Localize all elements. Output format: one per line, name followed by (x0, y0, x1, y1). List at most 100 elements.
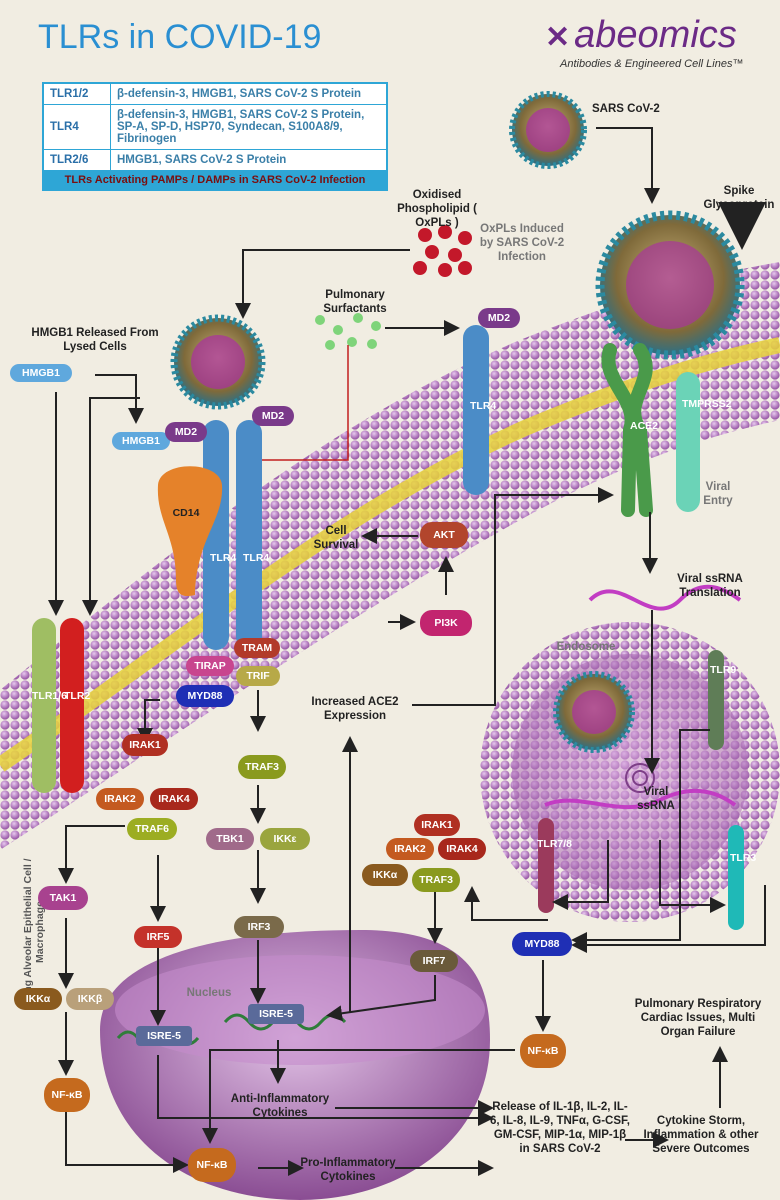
node-nfkb-a: NF-κB (44, 1078, 90, 1112)
node-tbk1: TBK1 (206, 828, 254, 850)
label-nucleus: Nucleus (186, 987, 232, 999)
node-tirap: TIRAP (186, 656, 234, 676)
node-irak1-a: IRAK1 (122, 734, 168, 756)
label-pulmonary-respiratory: Pulmonary Respiratory Cardiac Issues, Mu… (634, 998, 762, 1038)
tlr4-receptor-c (463, 325, 489, 495)
node-irak1-b: IRAK1 (414, 814, 460, 836)
label-cytokine-storm: Cytokine Storm, Inflammation & other Sev… (643, 1115, 759, 1155)
node-traf3-a: TRAF3 (238, 755, 286, 779)
ace2-receptor (601, 343, 653, 517)
logo-icon: ✕ (545, 21, 571, 54)
label-viral-ssrna-translation: Viral ssRNA Translation (677, 573, 743, 599)
node-cd14: CD14 (172, 507, 200, 519)
node-tmprss2: TMPRSS2 (682, 398, 732, 410)
tlr78-receptor (538, 818, 554, 913)
node-pi3k: PI3K (420, 610, 472, 636)
node-irf7: IRF7 (410, 950, 458, 972)
node-md2-c: MD2 (478, 308, 520, 328)
label-anti-inflammatory: Anti-Inflammatory Cytokines (230, 1093, 330, 1119)
node-tlr9: TLR9 (710, 664, 736, 676)
node-tram: TRAM (234, 638, 280, 658)
node-ace2: ACE2 (630, 420, 658, 432)
label-endosome: Endosome (556, 641, 616, 653)
viral-ssrna-endosome (544, 788, 737, 810)
brand-logo: ✕abeomics (545, 14, 737, 57)
tlr4-receptor-b (236, 420, 262, 650)
node-trif: TRIF (236, 666, 280, 686)
membrane-lipid-core (0, 337, 780, 772)
table-cell-ligands: HMGB1, SARS CoV-2 S Protein (110, 149, 388, 171)
node-irak4-b: IRAK4 (438, 838, 486, 860)
table-footer: TLRs Activating PAMPs / DAMPs in SARS Co… (42, 170, 388, 191)
node-isre5-b: ISRE-5 (248, 1004, 304, 1024)
sars-cov2-virus-large (595, 210, 745, 360)
node-nfkb-b: NF-κB (520, 1034, 566, 1068)
oxpl-particles (413, 225, 472, 277)
surfactant-link (262, 345, 349, 461)
cd14-receptor (157, 466, 223, 597)
pathway-arrows (48, 127, 766, 1176)
viral-ssrna-translation (588, 584, 742, 611)
label-pulmonary-surfactants: Pulmonary Surfactants (323, 289, 387, 315)
sars-cov2-virus-left (170, 314, 266, 410)
node-irak2-a: IRAK2 (96, 788, 144, 810)
label-oxpl-induced: OxPLs Induced by SARS CoV-2 Infection (479, 223, 565, 263)
table-cell-receptor: TLR1/2 (42, 82, 111, 105)
label-oxpl: Oxidised Phospholipid ( OxPLs ) (397, 189, 477, 229)
surfactant-particles (315, 313, 381, 350)
node-hmgb1-a: HMGB1 (10, 364, 72, 382)
node-md2-b: MD2 (252, 406, 294, 426)
label-viral-ssrna: Viral ssRNA (637, 786, 675, 812)
tlr3-receptor (728, 825, 744, 930)
node-tlr4-a: TLR4 (210, 552, 236, 564)
node-akt: AKT (420, 522, 468, 548)
label-pro-inflammatory: Pro-Inflammatory Cytokines (300, 1157, 396, 1183)
sars-cov2-virus-endosome (553, 671, 635, 753)
tmprss2-receptor (676, 372, 700, 512)
table-cell-ligands: β-defensin-3, HMGB1, SARS CoV-2 S Protei… (110, 104, 388, 150)
node-tlr4-b: TLR4 (243, 552, 269, 564)
node-ikke: IKKε (260, 828, 310, 850)
table-cell-receptor: TLR2/6 (42, 149, 111, 171)
node-nfkb-c: NF-κB (188, 1148, 236, 1182)
node-hmgb1-b: HMGB1 (112, 432, 170, 450)
node-tlr2: TLR2 (64, 690, 90, 702)
label-release-of: Release of IL-1β, IL-2, IL-6, IL-8, IL-9… (490, 1101, 630, 1155)
brand-tagline: Antibodies & Engineered Cell Lines™ (560, 58, 744, 70)
node-ikka-a: IKKα (14, 988, 62, 1010)
node-isre5-a: ISRE-5 (136, 1026, 192, 1046)
node-myd88-a: MYD88 (176, 685, 234, 707)
node-myd88-b: MYD88 (512, 932, 572, 956)
label-sars-cov2: SARS CoV-2 (592, 103, 660, 115)
node-tlr16: TLR1/6 (32, 690, 68, 702)
label-spike: Spike Glycoprotein (703, 185, 775, 211)
tlr16-receptor (32, 618, 56, 793)
node-irf3: IRF3 (234, 916, 284, 938)
node-tlr78: TLR7/8 (537, 838, 573, 850)
label-hmgb1-released: HMGB1 Released From Lysed Cells (31, 327, 159, 353)
node-irak2-b: IRAK2 (386, 838, 434, 860)
label-cell-survival: Cell Survival (313, 525, 359, 551)
node-md2-a: MD2 (165, 422, 207, 442)
table-cell-ligands: β-defensin-3, HMGB1, SARS CoV-2 S Protei… (110, 82, 388, 105)
node-tlr4-c: TLR4 (470, 400, 496, 412)
sars-cov2-virus-top (509, 91, 587, 169)
tlr9-receptor (708, 650, 724, 750)
table-footer-row: TLRs Activating PAMPs / DAMPs in SARS Co… (42, 170, 388, 191)
node-traf6: TRAF6 (127, 818, 177, 840)
node-ikkb: IKKβ (66, 988, 114, 1010)
logo-text: abeomics (574, 14, 737, 56)
node-tak1: TAK1 (38, 886, 88, 910)
table-cell-receptor: TLR4 (42, 104, 111, 150)
node-ikka-b: IKKα (362, 864, 408, 886)
label-increased-ace2: Increased ACE2 Expression (311, 696, 399, 722)
label-viral-entry: Viral Entry (703, 481, 733, 507)
tlr2-receptor (60, 618, 84, 793)
node-tlr3: TLR3 (730, 852, 756, 864)
node-traf3-b: TRAF3 (412, 868, 460, 892)
page-title: TLRs in COVID-19 (38, 18, 322, 56)
